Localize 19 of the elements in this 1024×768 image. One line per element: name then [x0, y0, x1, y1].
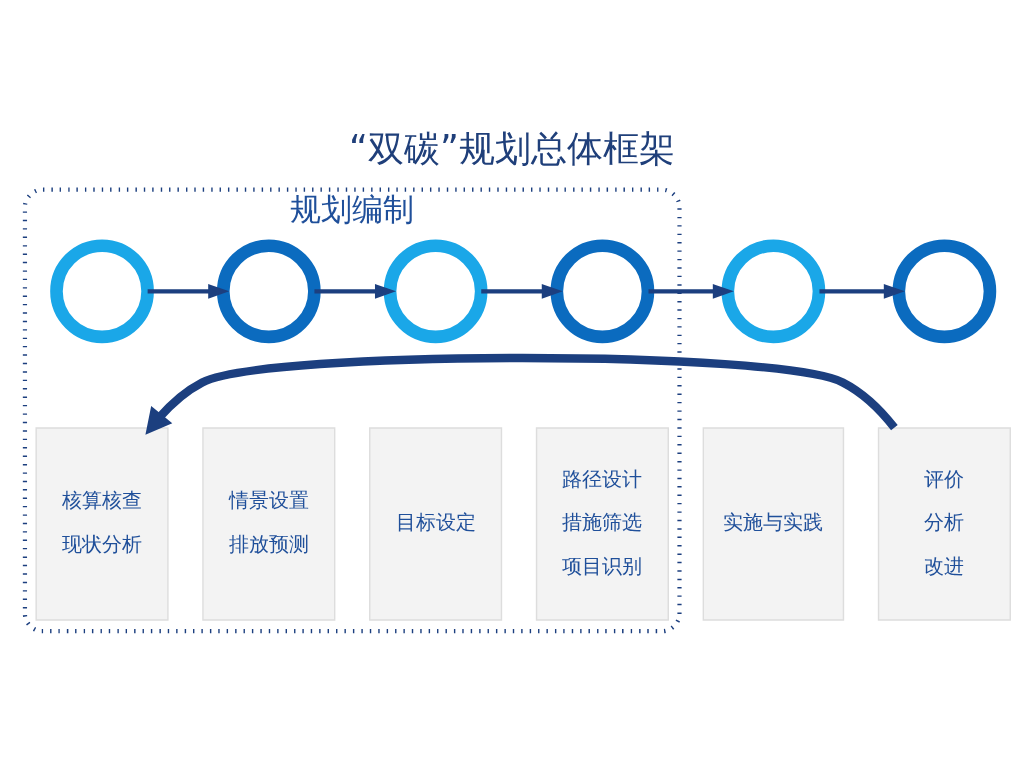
- node-box: 目标设定: [369, 426, 503, 621]
- node-box: 评价 分析 改进: [877, 426, 1011, 621]
- arrow: [648, 283, 734, 299]
- arrow: [145, 353, 898, 435]
- node-circle: [216, 238, 321, 343]
- diagram-title: “双碳”规划总体框架: [349, 126, 675, 170]
- arrow: [147, 283, 230, 299]
- node-circle: [383, 238, 488, 343]
- node-box: 实施与实践: [702, 426, 845, 621]
- node-box: 情景设置 排放预测: [202, 426, 336, 621]
- arrow: [819, 283, 905, 299]
- node-circle: [892, 238, 997, 343]
- node-circle: [550, 238, 655, 343]
- arrow: [314, 283, 397, 299]
- arrow: [481, 283, 563, 299]
- node-box: 路径设计 措施筛选 项目识别: [535, 426, 669, 621]
- node-box: 核算核查 现状分析: [35, 426, 169, 621]
- node-circle: [721, 238, 826, 343]
- node-circle: [50, 238, 154, 343]
